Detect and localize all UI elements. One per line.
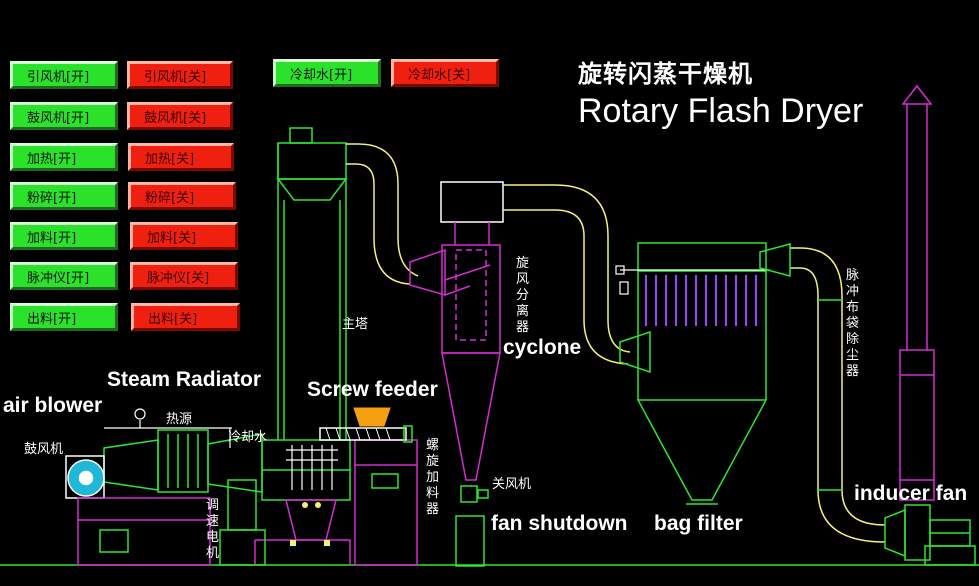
air-blower-label: air blower (3, 394, 103, 417)
page-title-en: Rotary Flash Dryer (578, 92, 864, 130)
discharge-off-button[interactable]: 出料[关] (131, 303, 240, 331)
speed-motor (219, 479, 266, 566)
induced-fan-off-button[interactable]: 引风机[关] (127, 61, 233, 89)
fan-shutdown-label: fan shutdown (491, 512, 628, 535)
cyclone-label: cyclone (503, 336, 582, 359)
cooling-water-off-button[interactable]: 冷却水[关] (391, 59, 499, 87)
bag-filter-bags (645, 275, 757, 326)
screw-feeder-label: Screw feeder (307, 378, 438, 401)
heating-off-button[interactable]: 加热[关] (128, 143, 234, 171)
air-blower (65, 455, 105, 499)
cyclone-bagfilter-pipe (503, 184, 631, 365)
main-tower (261, 127, 351, 501)
tower-feet (290, 502, 330, 546)
steam-radiator-label: Steam Radiator (107, 368, 262, 391)
pulse-on-button[interactable]: 脉冲仪[开] (10, 262, 118, 290)
heat-source-cn-label: 热源 (166, 412, 193, 427)
inducer-fan-unit (884, 504, 976, 566)
speed-motor-cn-label: 调速电机 (206, 498, 220, 561)
tower-rotor (286, 445, 338, 490)
close-fan-cn-label: 关风机 (492, 477, 532, 492)
blower-cn-label: 鼓风机 (24, 442, 64, 457)
page-title-cn: 旋转闪蒸干燥机 (578, 60, 753, 88)
tower-cyclone-pipe (346, 143, 419, 285)
crushing-off-button[interactable]: 粉碎[关] (128, 182, 236, 210)
blower-off-button[interactable]: 鼓风机[关] (127, 102, 233, 130)
pulse-header (615, 265, 770, 295)
feeding-on-button[interactable]: 加料[开] (10, 222, 118, 250)
cyclone-cn-label: 旋风分离器 (516, 256, 530, 335)
inducer-fan-label: inducer fan (854, 482, 968, 505)
screw-blades (325, 427, 391, 441)
tower-base (254, 499, 351, 565)
pipe-flange (759, 243, 842, 491)
blower-on-button[interactable]: 鼓风机[开] (10, 102, 118, 130)
discharge-on-button[interactable]: 出料[开] (10, 303, 118, 331)
base-frame (77, 497, 211, 566)
feed-hopper (353, 407, 391, 427)
screw-feeder-cn-label: 螺旋加料器 (426, 438, 440, 517)
feeding-off-button[interactable]: 加料[关] (130, 222, 238, 250)
pulse-off-button[interactable]: 脉冲仪[关] (130, 262, 238, 290)
main-tower-cn-label: 主塔 (342, 317, 369, 332)
rotary-valve (455, 485, 489, 567)
bag-filter-label: bag filter (654, 512, 743, 535)
cooling-water-on-button[interactable]: 冷却水[开] (273, 59, 381, 87)
steam-radiator (103, 429, 263, 493)
induced-fan-on-button[interactable]: 引风机[开] (10, 61, 118, 89)
bag-filter-cn-label: 脉冲布袋除尘器 (846, 268, 860, 379)
crushing-on-button[interactable]: 粉碎[开] (10, 182, 118, 210)
bag-filter-body (619, 242, 768, 505)
heating-on-button[interactable]: 加热[开] (10, 143, 118, 171)
chimney (899, 84, 935, 501)
cooling-water-cn-label: 冷却水 (228, 430, 268, 445)
screw-feeder (319, 425, 418, 566)
steam-pipes (104, 408, 232, 448)
cyclone-body (409, 181, 504, 481)
